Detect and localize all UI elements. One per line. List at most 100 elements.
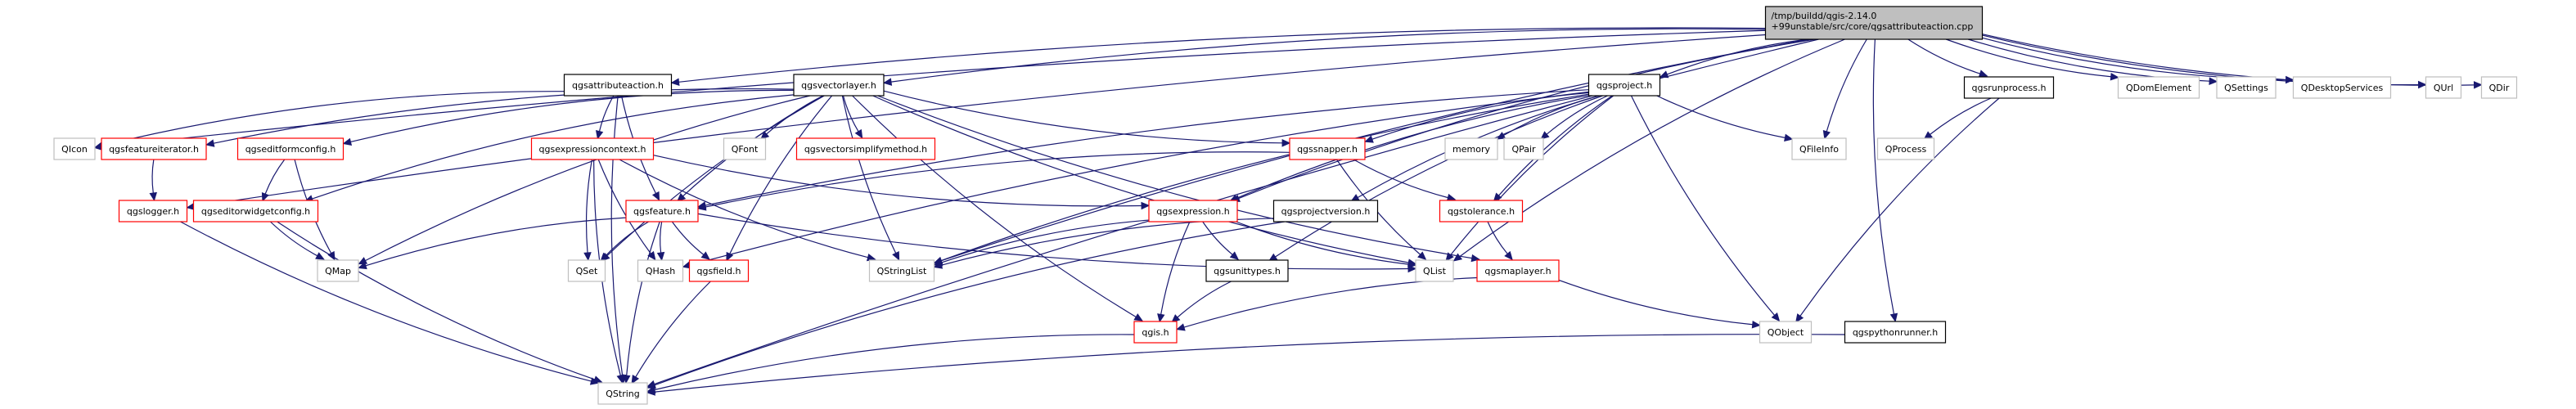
node-box: [597, 382, 648, 405]
edge-root-to-qgsrunprocess-h: [1907, 38, 1988, 78]
graph-node-qobject: QObject: [1759, 321, 1813, 344]
graph-node-qgseditorwidgetconfig-h[interactable]: qgseditorwidgetconfig.h: [192, 200, 319, 222]
node-label: QPair: [1511, 144, 1536, 155]
graph-node-qgsfeatureiterator-h[interactable]: qgsfeatureiterator.h: [101, 137, 207, 160]
edge-line: [877, 95, 1472, 259]
arrowhead-icon: [2209, 77, 2218, 85]
node-box: [1503, 137, 1544, 160]
node-box: [1844, 321, 1947, 344]
node-box: [567, 259, 606, 282]
arrowhead-icon: [1176, 323, 1186, 331]
graph-node-qgsexpression-h[interactable]: qgsexpression.h: [1148, 200, 1238, 222]
edge-line: [941, 219, 1150, 263]
node-box: [118, 200, 188, 222]
graph-node-qdir: QDir: [2480, 76, 2518, 99]
node-label: QMap: [325, 266, 351, 276]
arrowhead-icon: [342, 137, 353, 146]
graph-node-qgsunittypes-h[interactable]: qgsunittypes.h: [1205, 259, 1289, 282]
graph-node-root[interactable]: /tmp/buildd/qgis-2.14.0+99unstable/src/c…: [1764, 6, 1984, 40]
edge-qgsvectorlayer-h-to-qlist: [872, 95, 1417, 267]
node-box: [1439, 200, 1524, 222]
arrowhead-icon: [670, 78, 680, 86]
graph-node-qsettings: QSettings: [2216, 76, 2277, 99]
graph-node-qgsexpressioncontext-h[interactable]: qgsexpressioncontext.h: [530, 137, 655, 160]
graph-node-qgsproject-h[interactable]: qgsproject.h: [1587, 74, 1661, 97]
graph-node-qgsfeature-h[interactable]: qgsfeature.h: [625, 200, 699, 222]
graph-node-qgspythonrunner-h[interactable]: qgspythonrunner.h: [1844, 321, 1947, 344]
arrowhead-icon: [2473, 81, 2483, 89]
edge-line: [1930, 97, 1992, 135]
edge-qgsproject-h-to-qobject: [1630, 95, 1781, 322]
edge-line: [941, 38, 1810, 262]
arrowhead-icon: [1771, 312, 1781, 322]
edge-line: [660, 221, 663, 254]
node-box: [1272, 200, 1379, 222]
edge-line: [1907, 38, 1980, 74]
arrowhead-icon: [1133, 313, 1144, 321]
edge-line: [264, 159, 286, 195]
edge-qgsfeature-h-to-qgsfield-h: [671, 221, 710, 260]
arrowhead-icon: [1795, 313, 1804, 323]
node-box: [793, 74, 885, 97]
graph-node-qgsattributeaction-h[interactable]: qgsattributeaction.h: [563, 74, 673, 97]
node-label: QProcess: [1885, 144, 1927, 155]
arrowhead-icon: [646, 388, 655, 396]
arrowhead-icon: [261, 191, 269, 202]
edge-line: [180, 221, 592, 382]
node-box: [868, 259, 935, 282]
arrowhead-icon: [631, 375, 640, 384]
graph-node-memory: memory: [1444, 137, 1498, 160]
arrowhead-icon: [205, 139, 215, 147]
edge-line: [635, 281, 711, 378]
node-label: qgsvectorlayer.h: [801, 80, 876, 91]
edge-qgslogger-h-to-qstring: [180, 221, 600, 385]
edge-line: [1945, 38, 2111, 78]
edge-line: [1558, 279, 1753, 326]
node-label: QIcon: [61, 144, 88, 155]
edge-qgsmaplayer-h-to-qgis-h: [1176, 276, 1478, 331]
graph-node-qgsvectorsimplifymethod-h[interactable]: qgsvectorsimplifymethod.h: [795, 137, 936, 160]
node-box: [2425, 76, 2462, 99]
edge-line: [941, 93, 1589, 262]
edge-line: [1353, 159, 1448, 199]
arrowhead-icon: [2110, 72, 2119, 81]
graph-node-qgsprojectversion-h[interactable]: qgsprojectversion.h: [1272, 200, 1379, 222]
graph-node-qgsrunprocess-h[interactable]: qgsrunprocess.h: [1963, 76, 2055, 99]
arrowhead-icon: [696, 203, 707, 211]
graph-node-qdesktopservices: QDesktopServices: [2292, 76, 2392, 99]
edge-line: [653, 155, 1142, 207]
edge-line: [350, 89, 795, 143]
edge-line: [277, 221, 595, 380]
edge-qgsproject-h-to-qfileinfo: [1656, 95, 1794, 142]
edge-qgsproject-h-to-qgsunittypes-h: [1268, 95, 1603, 262]
edge-line: [883, 90, 1283, 144]
edge-line: [654, 334, 1135, 391]
arrowhead-icon: [149, 191, 157, 202]
arrowhead-icon: [933, 261, 943, 269]
node-box: [2292, 76, 2392, 99]
graph-node-qgseditformconfig-h[interactable]: qgseditformconfig.h: [236, 137, 345, 160]
graph-node-qgsfield-h[interactable]: qgsfield.h: [688, 259, 750, 282]
edge-qgssnapper-h-to-qgsfeature-h: [696, 151, 1290, 211]
edge-qgspythonrunner-h-to-qstring: [646, 334, 1845, 396]
edge-qgsexpression-h-to-qlist: [1236, 221, 1417, 268]
edge-root-to-qdir: [1982, 34, 2483, 89]
node-box: [563, 74, 673, 97]
graph-node-qgis-h[interactable]: qgis.h: [1133, 321, 1178, 344]
graph-node-qgsmaplayer-h[interactable]: qgsmaplayer.h: [1476, 259, 1560, 282]
edge-line: [654, 221, 1286, 386]
edge-qgsfeature-h-to-qset: [600, 221, 649, 262]
graph-node-qgssnapper-h[interactable]: qgssnapper.h: [1289, 137, 1366, 160]
arrowhead-icon: [1784, 133, 1794, 142]
edge-line: [1275, 95, 1603, 258]
edge-line: [365, 217, 627, 267]
graph-node-qgsvectorlayer-h[interactable]: qgsvectorlayer.h: [793, 74, 885, 97]
node-label: QStringList: [877, 266, 927, 276]
graph-node-qgslogger-h[interactable]: qgslogger.h: [118, 200, 188, 222]
graph-node-qgstolerance-h[interactable]: qgstolerance.h: [1439, 200, 1524, 222]
node-label: memory: [1452, 144, 1490, 155]
edge-line: [872, 95, 1409, 263]
arrowhead-icon: [315, 252, 325, 260]
node-box: [2117, 76, 2200, 99]
edge-line: [841, 95, 897, 254]
